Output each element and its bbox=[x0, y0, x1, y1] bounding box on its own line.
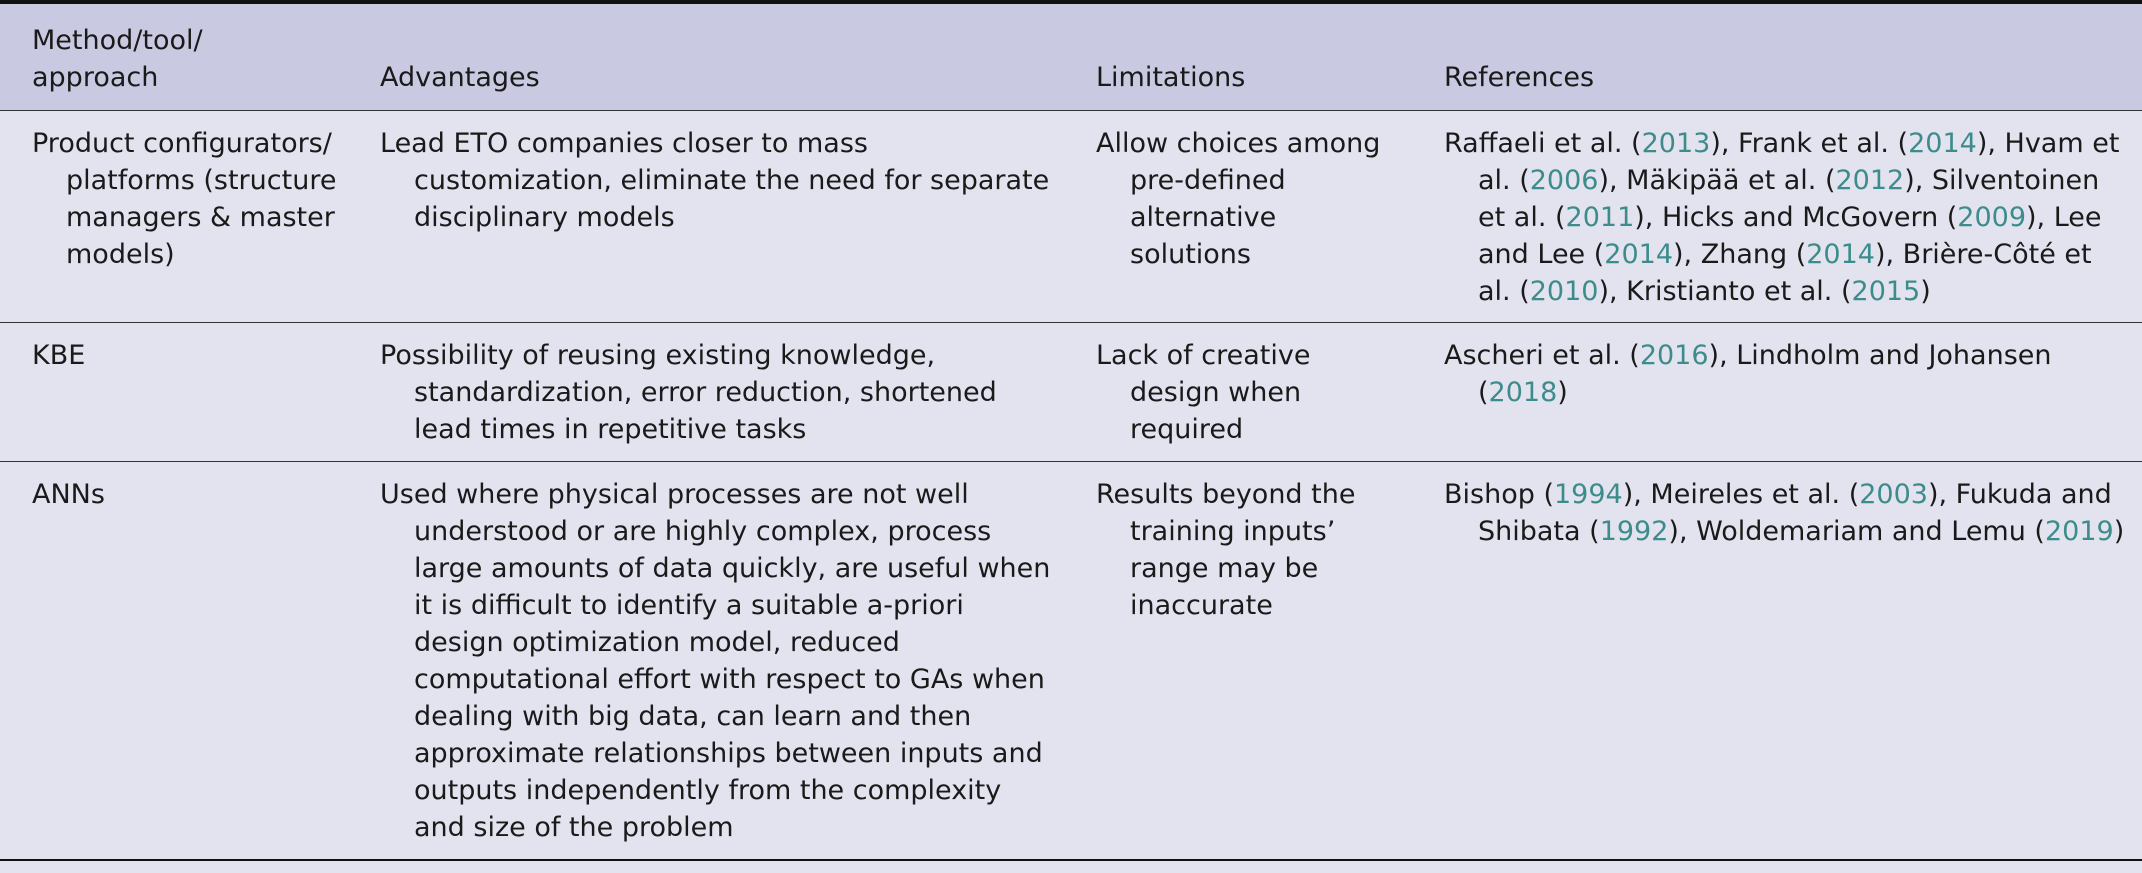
reference-year[interactable]: 2018 bbox=[1488, 377, 1558, 408]
advantages-text: Lead ETO companies closer to mass custom… bbox=[380, 128, 1050, 233]
reference-link[interactable]: Kristianto et al. (2015) bbox=[1626, 276, 1931, 307]
header-advantages: Advantages bbox=[348, 4, 1064, 111]
reference-link[interactable]: Fukuda and Shibata (1992), bbox=[1478, 479, 2112, 547]
cell-method: Product configurators/ platforms (struct… bbox=[0, 110, 348, 323]
reference-link[interactable]: Brière-Côté et al. (2010), bbox=[1478, 239, 2092, 307]
reference-link[interactable]: Lee and Lee (2014), bbox=[1478, 202, 2102, 270]
reference-link[interactable]: Raffaeli et al. (2013), bbox=[1444, 128, 1739, 159]
method-text: ANNs bbox=[32, 479, 105, 510]
cell-advantages: Lead ETO companies closer to mass custom… bbox=[348, 110, 1064, 323]
cell-references: Ascheri et al. (2016), Lindholm and Joha… bbox=[1412, 322, 2142, 462]
table-row: ANNs Used where physical processes are n… bbox=[0, 461, 2142, 861]
cell-limitations: Lack of creative design when required bbox=[1064, 322, 1412, 462]
references-text: Raffaeli et al. (2013), Frank et al. (20… bbox=[1444, 125, 2132, 310]
header-limitations: Limitations bbox=[1064, 4, 1412, 111]
table-row: Product configurators/ platforms (struct… bbox=[0, 110, 2142, 323]
method-text: KBE bbox=[32, 340, 86, 371]
reference-year[interactable]: 2010 bbox=[1529, 276, 1599, 307]
reference-year[interactable]: 2014 bbox=[1806, 239, 1875, 270]
reference-year[interactable]: 2019 bbox=[2044, 516, 2114, 547]
reference-year[interactable]: 1994 bbox=[1553, 479, 1623, 510]
header-method-label: Method/tool/approach bbox=[32, 25, 203, 93]
reference-link[interactable]: Lindholm and Johansen (2018) bbox=[1478, 340, 2052, 408]
methods-table: Method/tool/approach Advantages Limitati… bbox=[0, 4, 2142, 861]
advantages-text: Used where physical processes are not we… bbox=[380, 479, 1051, 843]
cell-limitations: Results beyond the training inputs’ rang… bbox=[1064, 461, 1412, 861]
reference-year[interactable]: 2006 bbox=[1529, 165, 1599, 196]
reference-link[interactable]: Woldemariam and Lemu (2019) bbox=[1696, 516, 2125, 547]
reference-year[interactable]: 2014 bbox=[1908, 128, 1977, 159]
reference-link[interactable]: Silventoinen et al. (2011), bbox=[1478, 165, 2100, 233]
reference-year[interactable]: 2009 bbox=[1957, 202, 2027, 233]
header-references: References bbox=[1412, 4, 2142, 111]
limitations-text: Results beyond the training inputs’ rang… bbox=[1096, 479, 1356, 621]
reference-year[interactable]: 2003 bbox=[1859, 479, 1928, 510]
reference-year[interactable]: 2011 bbox=[1565, 202, 1635, 233]
reference-year[interactable]: 2016 bbox=[1639, 340, 1709, 371]
reference-year[interactable]: 2014 bbox=[1604, 239, 1674, 270]
table-header-row: Method/tool/approach Advantages Limitati… bbox=[0, 4, 2142, 111]
reference-year[interactable]: 2015 bbox=[1851, 276, 1921, 307]
reference-link[interactable]: Hvam et al. (2006), bbox=[1478, 128, 2120, 196]
references-text: Bishop (1994), Meireles et al. (2003), F… bbox=[1444, 476, 2132, 550]
reference-link[interactable]: Ascheri et al. (2016), bbox=[1444, 340, 1737, 371]
reference-link[interactable]: Meireles et al. (2003), bbox=[1650, 479, 1956, 510]
cell-method: KBE bbox=[0, 322, 348, 462]
advantages-text: Possibility of reusing existing knowledg… bbox=[380, 340, 997, 445]
reference-year[interactable]: 2012 bbox=[1835, 165, 1905, 196]
cell-advantages: Possibility of reusing existing knowledg… bbox=[348, 322, 1064, 462]
reference-link[interactable]: Bishop (1994), bbox=[1444, 479, 1651, 510]
reference-link[interactable]: Mäkipää et al. (2012), bbox=[1626, 165, 1932, 196]
reference-link[interactable]: Frank et al. (2014), bbox=[1738, 128, 2005, 159]
reference-link[interactable]: Zhang (2014), bbox=[1700, 239, 1903, 270]
header-method: Method/tool/approach bbox=[0, 4, 348, 111]
cell-references: Raffaeli et al. (2013), Frank et al. (20… bbox=[1412, 110, 2142, 323]
table-row: KBE Possibility of reusing existing know… bbox=[0, 322, 2142, 462]
cell-references: Bishop (1994), Meireles et al. (2003), F… bbox=[1412, 461, 2142, 861]
references-text: Ascheri et al. (2016), Lindholm and Joha… bbox=[1444, 337, 2132, 411]
cell-advantages: Used where physical processes are not we… bbox=[348, 461, 1064, 861]
cell-limitations: Allow choices among pre-defined alternat… bbox=[1064, 110, 1412, 323]
cell-method: ANNs bbox=[0, 461, 348, 861]
method-text: Product configurators/ platforms (struct… bbox=[32, 128, 337, 270]
reference-year[interactable]: 1992 bbox=[1599, 516, 1669, 547]
reference-year[interactable]: 2013 bbox=[1641, 128, 1711, 159]
reference-link[interactable]: Hicks and McGovern (2009), bbox=[1661, 202, 2054, 233]
limitations-text: Lack of creative design when required bbox=[1096, 340, 1311, 445]
limitations-text: Allow choices among pre-defined alternat… bbox=[1096, 128, 1381, 270]
